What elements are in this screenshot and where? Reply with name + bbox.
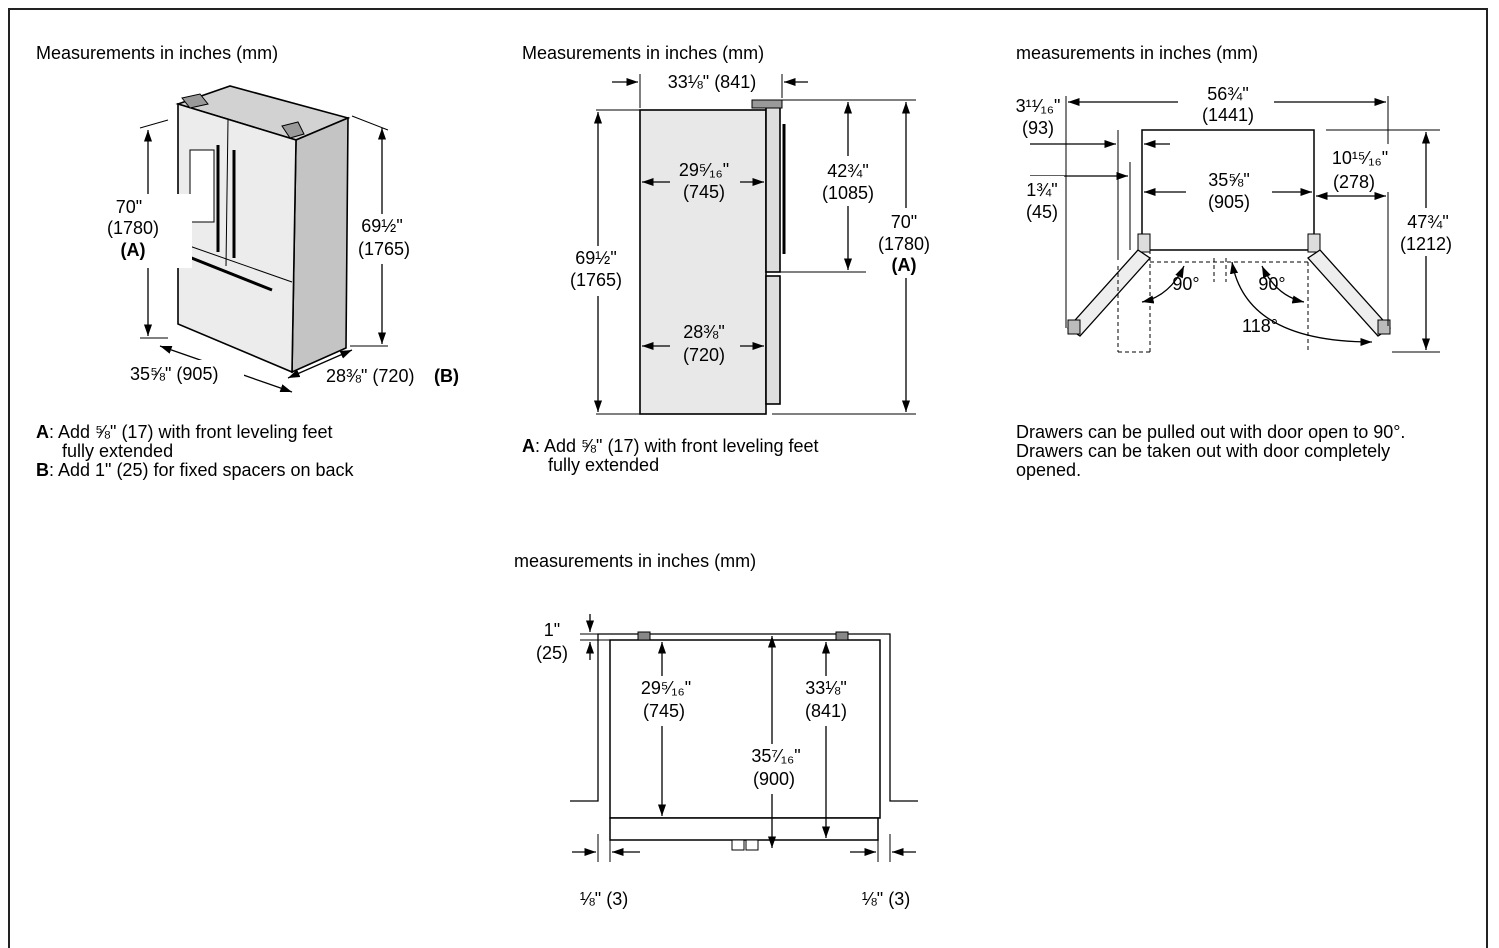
p3-right-mm: (278): [1333, 172, 1375, 192]
p1-height-mm: (1780): [107, 218, 159, 238]
p4-d2-mm: (841): [805, 701, 847, 721]
fridge-isometric: [175, 85, 351, 374]
p3-inner-w-mm: (905): [1208, 192, 1250, 212]
p4-d1-mm: (745): [643, 701, 685, 721]
p2-total-h-in: 70": [891, 212, 917, 232]
note2-a-key: A: [522, 436, 535, 456]
p1-height-ref: (A): [121, 240, 146, 260]
note-a-text: : Add ⅝" (17) with front leveling feet: [49, 422, 333, 442]
p4-d1-in: 29⁵⁄₁₆": [641, 678, 691, 698]
p3-right-in: 10¹⁵⁄₁₆": [1332, 148, 1388, 168]
note2-a-text: : Add ⅝" (17) with front leveling feet: [535, 436, 819, 456]
p3-side-mm: (93): [1022, 118, 1054, 138]
panel4-dimensions: [572, 614, 916, 857]
p1-width: 35⅝" (905): [130, 364, 218, 384]
p3-angle-right: 90°: [1258, 274, 1285, 294]
p3-depth-mm: (1212): [1400, 234, 1452, 254]
p4-d3-in: 35⁷⁄₁₆": [751, 746, 800, 766]
panel2-caption: Measurements in inches (mm): [522, 43, 765, 63]
p4-spacer-mm: (25): [536, 643, 568, 663]
panel1-caption: Measurements in inches (mm): [36, 43, 279, 63]
p3-side-in: 3¹¹⁄₁₆": [1016, 96, 1061, 116]
p3-total-w-in: 56¾": [1207, 84, 1248, 104]
p2-inner-depth-mm: (745): [683, 182, 725, 202]
p4-gap-left: ⅛" (3): [580, 889, 628, 909]
p4-spacer-in: 1": [544, 620, 560, 640]
p3-inner-w-in: 35⅝": [1208, 170, 1249, 190]
p3-gap-in: 1¾": [1026, 180, 1057, 200]
p2-top-depth: 33⅛" (841): [668, 72, 756, 92]
note2-a-text2: fully extended: [548, 455, 660, 475]
p3-gap-mm: (45): [1026, 202, 1058, 222]
diagram-frame: [8, 8, 1488, 948]
p1-depth: 28⅜" (720): [326, 366, 414, 386]
p1-height2-in: 69½": [361, 216, 402, 236]
p2-body-h-mm: (1765): [570, 270, 622, 290]
p2-inner-depth-in: 29⁵⁄₁₆": [679, 160, 729, 180]
p3-total-w-mm: (1441): [1202, 105, 1254, 125]
p1-depth-ref: (B): [434, 366, 459, 386]
p4-d2-in: 33⅛": [805, 678, 846, 698]
panel2-notes: A: Add ⅝" (17) with front leveling feet …: [522, 437, 942, 475]
p4-gap-right: ⅛" (3): [862, 889, 910, 909]
note-b-text: : Add 1" (25) for fixed spacers on back: [49, 460, 354, 480]
note-a-key: A: [36, 422, 49, 442]
panel3-caption: measurements in inches (mm): [1016, 43, 1259, 63]
p4-d3-mm: (900): [753, 769, 795, 789]
p1-height2-mm: (1765): [358, 239, 410, 259]
p2-case-depth-in: 28⅜": [683, 322, 724, 342]
p2-total-h-ref: (A): [892, 255, 917, 275]
p1-height-in: 70": [116, 197, 142, 217]
p3-depth-in: 47¾": [1407, 212, 1448, 232]
p2-total-h-mm: (1780): [878, 234, 930, 254]
panel4-caption: measurements in inches (mm): [514, 551, 757, 571]
p3-angle-left: 90°: [1172, 274, 1199, 294]
panel3-note: Drawers can be pulled out with door open…: [1016, 422, 1406, 480]
p2-case-depth-mm: (720): [683, 345, 725, 365]
p3-angle-open: 118°: [1242, 316, 1278, 336]
note-a-text2: fully extended: [62, 441, 174, 461]
p2-door-h-in: 42¾": [827, 161, 868, 181]
p2-door-h-mm: (1085): [822, 183, 874, 203]
p2-body-h-in: 69½": [575, 248, 616, 268]
panel1-notes: A: Add ⅝" (17) with front leveling feet …: [36, 423, 456, 480]
note-b-key: B: [36, 460, 49, 480]
